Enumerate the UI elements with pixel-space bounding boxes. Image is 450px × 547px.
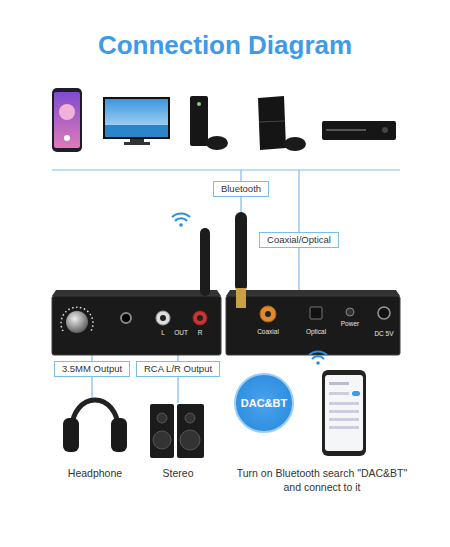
rca-pin [160,315,166,321]
settings-row [329,418,359,421]
settings-row [329,392,349,395]
ear-cup [63,418,79,452]
antenna [235,212,247,292]
output-tag: 3.5MM Output [54,361,130,377]
dvd-icon [322,121,396,140]
rear-panel: Coaxial Optical Power DC 5V [226,296,400,355]
dc-jack [378,307,390,319]
settings-row [329,410,359,413]
power-button [346,308,354,316]
tv-screen [105,99,168,137]
headphone-jack [121,313,131,323]
port-label: R [198,329,203,337]
ps4-icon [258,96,286,150]
xbox-light [197,102,201,106]
xbox-icon [190,96,208,146]
controller-icon [284,137,306,151]
port-label: Optical [306,328,326,336]
wifi-dot [316,361,320,365]
rca-left [156,311,170,325]
play-button [64,135,70,141]
phone-screen [54,92,80,148]
front-panel: L OUT R [52,296,221,355]
port-label: L [161,329,165,337]
woofer [153,431,171,449]
antenna-base [236,288,246,308]
port-label: DC 5V [374,330,393,338]
settings-row [329,382,349,385]
badge-text: DAC&BT [234,397,294,409]
rca-right [193,311,207,325]
ear-cup [111,418,127,452]
coaxial-port [260,306,276,322]
tag-text: Bluetooth [221,183,261,194]
rca-pin [197,315,203,321]
device-top [226,290,400,296]
toggle [352,391,360,396]
diagram-title: Connection Diagram [0,29,450,61]
tweeter [185,413,195,423]
dvd-button [382,127,388,133]
port-label: OUT [174,329,188,337]
ps4-stripe [259,121,285,122]
bluetooth-tag: Bluetooth [213,181,269,197]
port-label: Power [341,320,359,328]
pairing-badge: DAC&BT [234,373,294,433]
wifi-symbol [309,351,327,359]
wifi-symbol [172,213,190,221]
phone-icon [52,88,82,152]
badge-circle [235,374,293,432]
controller-icon [206,136,228,150]
dvd-tray [326,129,366,131]
optical-port [310,307,322,319]
input-tag: Coaxial/Optical [259,232,339,248]
album-art [59,104,75,120]
port-label: Coaxial [257,328,279,336]
antenna [200,228,210,296]
tag-text: RCA L/R Output [144,363,212,374]
settings-row [329,402,359,405]
device-back [226,296,400,355]
tv-stand [130,139,144,142]
woofer [180,430,200,450]
phone-icon [322,370,366,456]
phone-screen [325,375,363,451]
speaker [177,404,204,458]
tv-sea [105,125,168,137]
device-front [52,296,221,355]
tag-text: Coaxial/Optical [267,234,331,245]
connector [298,248,299,296]
tv-base [124,142,150,145]
device-caption: Headphone [55,466,135,480]
device-caption: Stereo [138,466,218,480]
coaxial-pin [265,311,271,317]
output-tag: RCA L/R Output [136,361,220,377]
wire [52,170,400,403]
volume-knob [66,311,88,333]
tweeter [157,413,167,423]
wifi-dot [179,223,183,227]
speaker [150,404,174,458]
settings-row [329,426,359,429]
instruction-note: Turn on Bluetooth search "DAC&BT" and co… [229,466,415,494]
tv-icon [103,97,170,139]
device-top [52,290,221,296]
tag-text: 3.5MM Output [62,363,122,374]
